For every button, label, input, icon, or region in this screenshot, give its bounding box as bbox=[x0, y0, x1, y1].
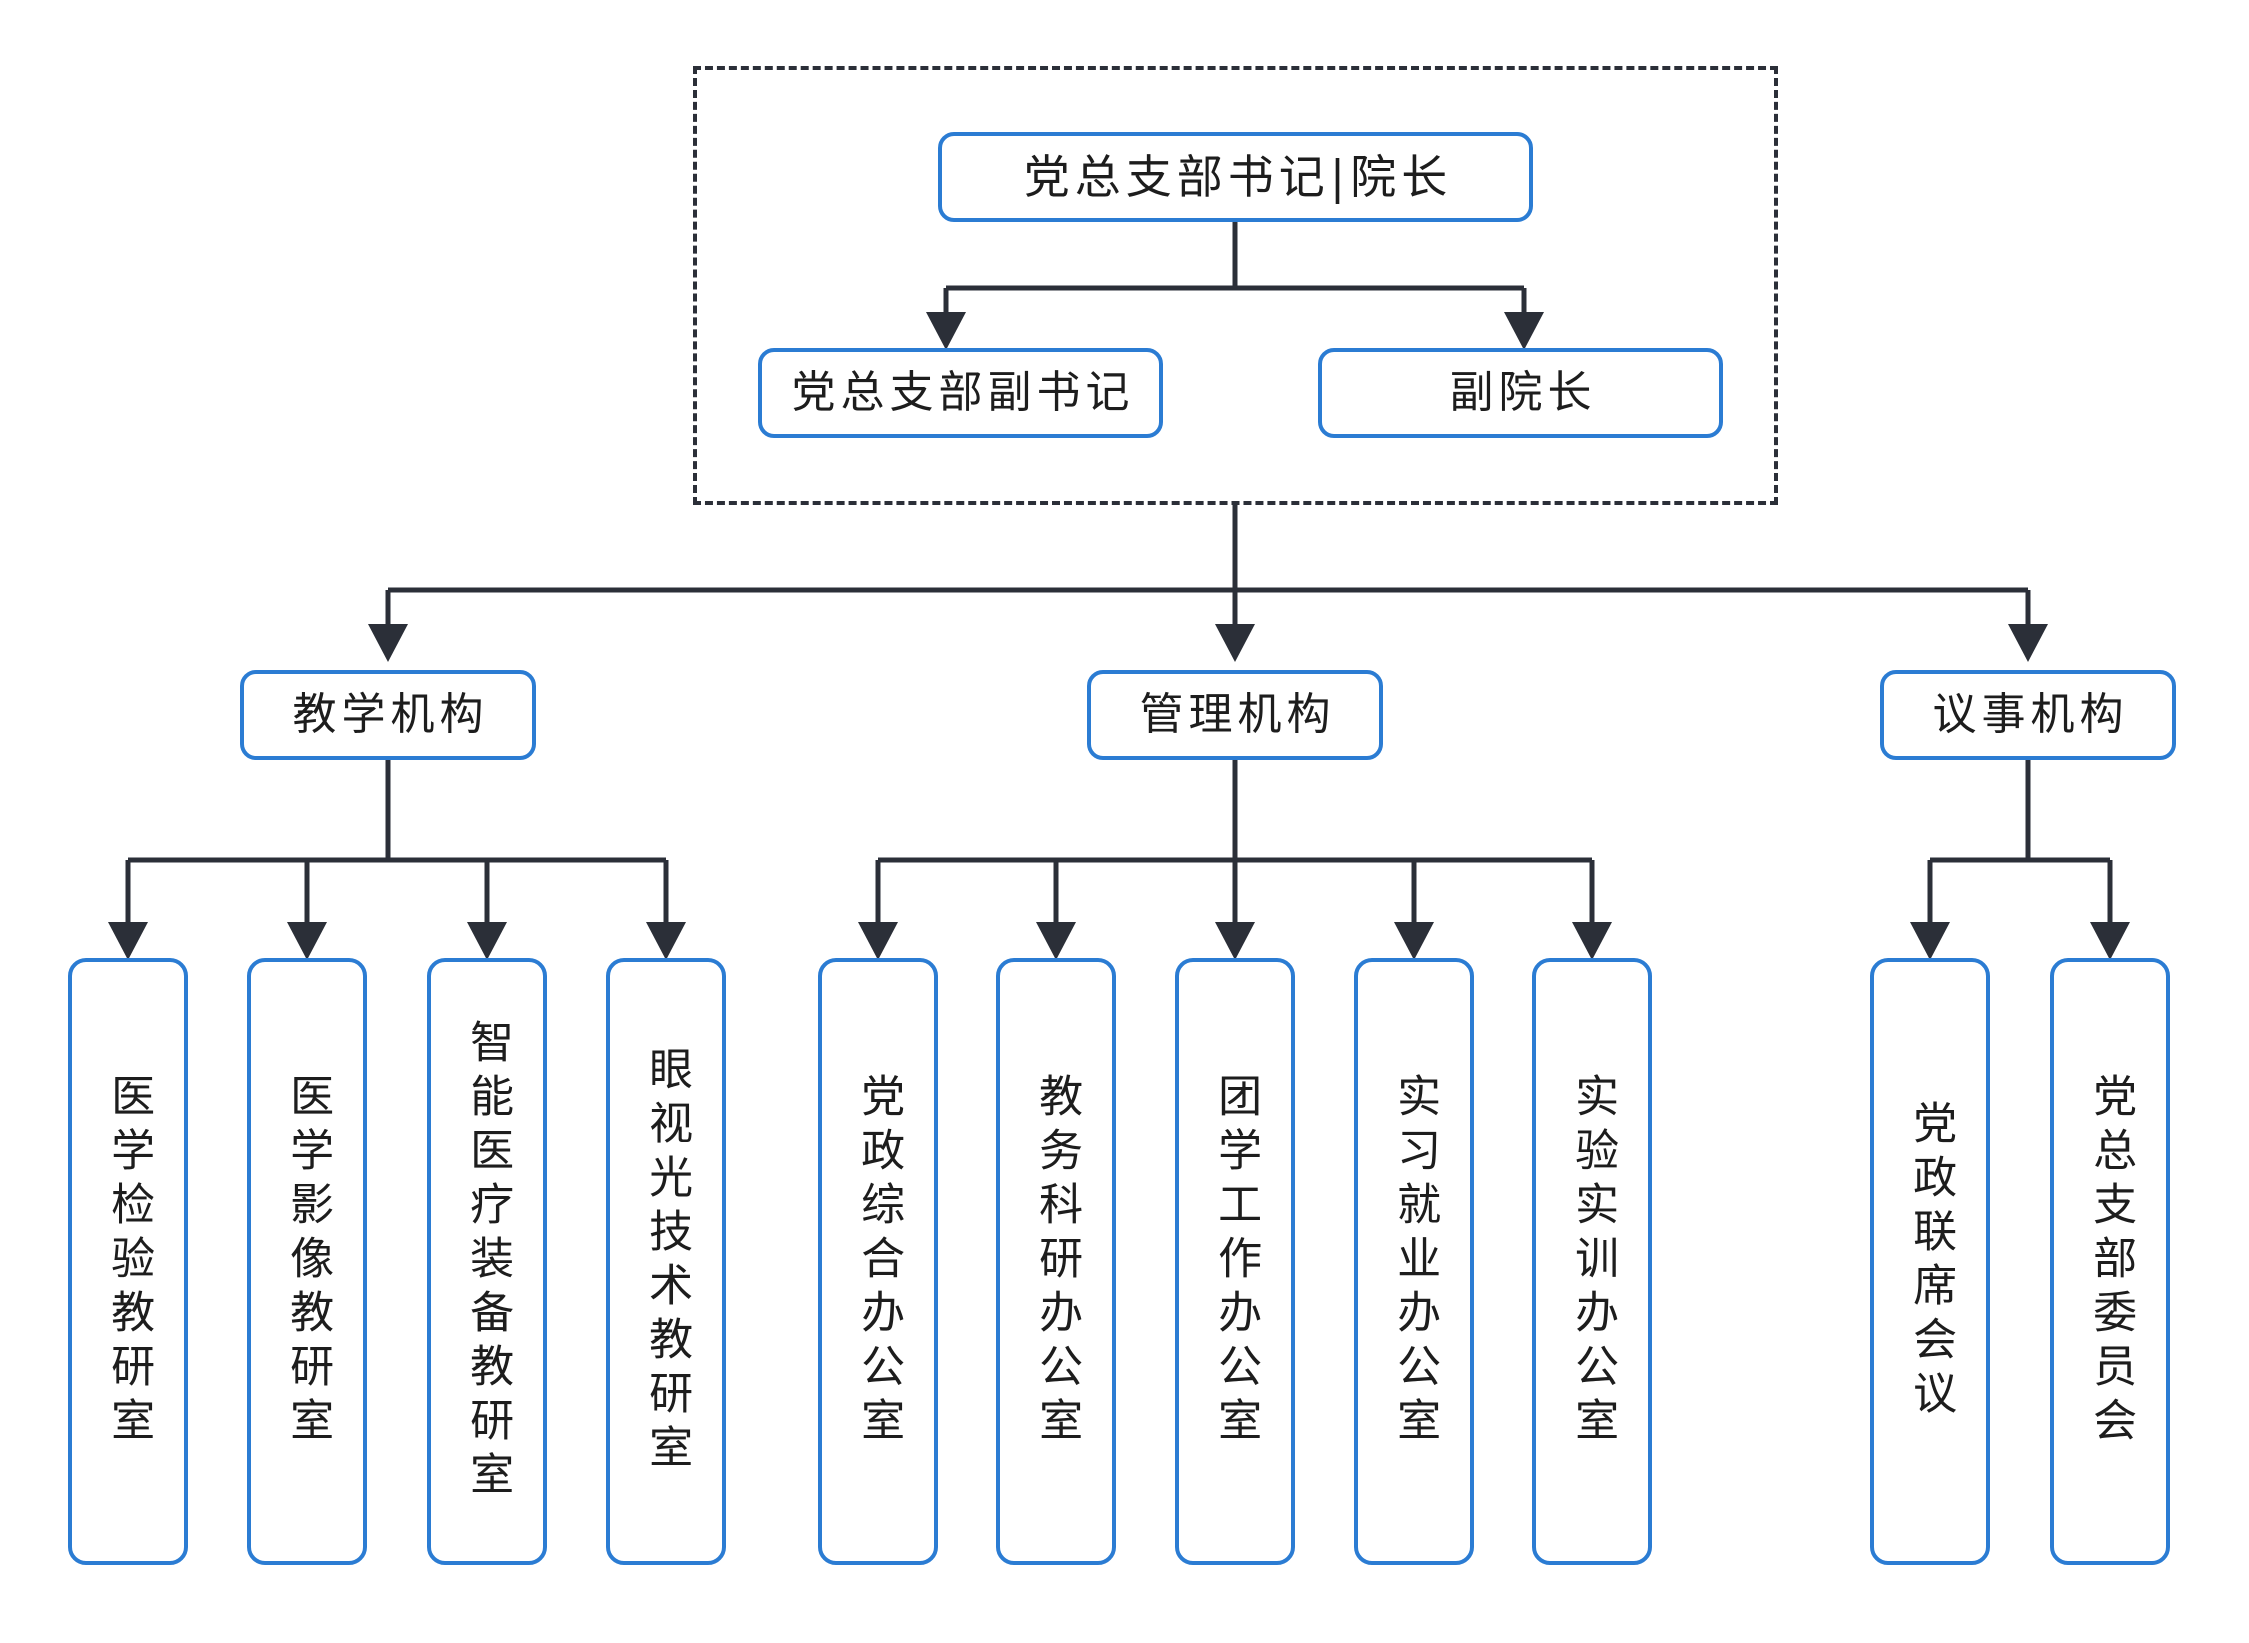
node-lab-training-office[interactable]: 实验实训办公室 bbox=[1532, 958, 1652, 1565]
node-smart-medical-equipment-office[interactable]: 智能医疗装备教研室 bbox=[427, 958, 547, 1565]
node-internship-employment-office[interactable]: 实习就业办公室 bbox=[1354, 958, 1474, 1565]
node-label: 教务科研办公室 bbox=[1031, 1072, 1083, 1451]
node-label: 管理机构 bbox=[1139, 689, 1336, 741]
leadership-group-boundary bbox=[693, 66, 1778, 505]
node-medical-laboratory-office[interactable]: 医学检验教研室 bbox=[68, 958, 188, 1565]
node-academic-affairs-research-office[interactable]: 教务科研办公室 bbox=[996, 958, 1116, 1565]
node-label: 副院长 bbox=[1449, 367, 1597, 419]
node-label: 党政综合办公室 bbox=[853, 1072, 905, 1451]
node-optometry-technology-office[interactable]: 眼视光技术教研室 bbox=[606, 958, 726, 1565]
node-vice-dean[interactable]: 副院长 bbox=[1318, 348, 1723, 438]
node-party-branch-committee[interactable]: 党总支部委员会 bbox=[2050, 958, 2170, 1565]
node-category-teaching[interactable]: 教学机构 bbox=[240, 670, 536, 760]
node-label: 智能医疗装备教研室 bbox=[462, 1018, 514, 1505]
node-category-management[interactable]: 管理机构 bbox=[1087, 670, 1383, 760]
node-label: 团学工作办公室 bbox=[1210, 1072, 1262, 1451]
node-label: 实验实训办公室 bbox=[1567, 1072, 1619, 1451]
node-label: 实习就业办公室 bbox=[1389, 1072, 1441, 1451]
node-party-secretary-dean[interactable]: 党总支部书记|院长 bbox=[938, 132, 1533, 222]
node-label: 眼视光技术教研室 bbox=[641, 1045, 693, 1478]
node-youth-league-student-work-office[interactable]: 团学工作办公室 bbox=[1175, 958, 1295, 1565]
node-party-admin-joint-meeting[interactable]: 党政联席会议 bbox=[1870, 958, 1990, 1565]
node-label: 党总支部书记|院长 bbox=[1023, 149, 1453, 204]
node-medical-imaging-office[interactable]: 医学影像教研室 bbox=[247, 958, 367, 1565]
node-label: 党政联席会议 bbox=[1905, 1099, 1957, 1424]
node-label: 党总支部副书记 bbox=[791, 367, 1135, 419]
node-label: 教学机构 bbox=[292, 689, 489, 741]
node-label: 党总支部委员会 bbox=[2085, 1072, 2137, 1451]
node-category-deliberative[interactable]: 议事机构 bbox=[1880, 670, 2176, 760]
node-party-admin-general-office[interactable]: 党政综合办公室 bbox=[818, 958, 938, 1565]
node-label: 医学检验教研室 bbox=[103, 1072, 155, 1451]
node-label: 医学影像教研室 bbox=[282, 1072, 334, 1451]
node-label: 议事机构 bbox=[1932, 689, 2129, 741]
node-deputy-party-secretary[interactable]: 党总支部副书记 bbox=[758, 348, 1163, 438]
